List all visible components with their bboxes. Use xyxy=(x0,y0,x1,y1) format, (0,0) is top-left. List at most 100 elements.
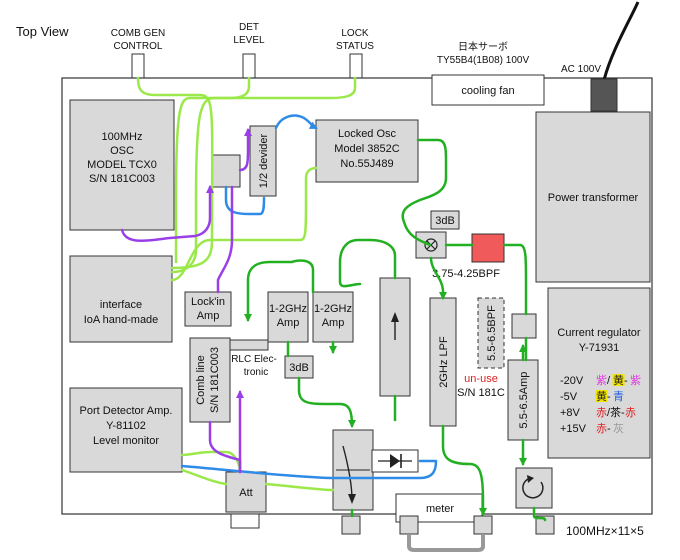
lpf-label: 2GHz LPF xyxy=(438,336,450,388)
osc-line-1: 100MHz xyxy=(102,131,143,143)
loop-cable xyxy=(407,534,485,552)
wire-mixer-lpf xyxy=(429,256,447,300)
interface-line-2: IoA hand-made xyxy=(84,314,159,326)
top-view-title: Top View xyxy=(16,24,69,39)
amp-55-label: 5.5-6.5Amp xyxy=(518,372,530,429)
sn-181c-label: S/N 181C xyxy=(457,387,505,399)
bpf-dashed-box xyxy=(477,297,505,369)
wire-color-code: 紫 xyxy=(630,374,641,387)
output-connector-1 xyxy=(341,515,361,535)
wire-color-code: 赤 xyxy=(625,406,636,419)
ac-plug xyxy=(590,78,618,112)
rlc-box xyxy=(229,339,269,351)
3db-mid-label: 3dB xyxy=(289,362,309,374)
wire-det-level xyxy=(174,76,251,264)
wire-color-code: - xyxy=(607,391,611,403)
lock-status-label-2: STATUS xyxy=(336,41,374,52)
lockin-amp-line-2: Amp xyxy=(197,310,220,322)
interface-line-1: interface xyxy=(100,299,142,311)
wire-port-diode xyxy=(180,459,438,480)
lockin-amp-line-1: Lock'in xyxy=(191,296,225,308)
port-detector-box xyxy=(69,387,183,473)
wire-color-code: 赤 xyxy=(596,422,607,435)
bpf-red-box xyxy=(471,233,505,263)
diode-icon xyxy=(390,454,400,468)
locked-osc-line-3: No.55J489 xyxy=(340,158,393,170)
wire-bpf-right xyxy=(502,243,528,316)
circulator-2-box xyxy=(515,467,553,509)
comb-line-line-2: S/N 181C003 xyxy=(209,347,221,413)
att-label: Att xyxy=(239,487,252,499)
lpf-box xyxy=(429,297,457,427)
amp-2-line-1: 1-2GHz xyxy=(314,303,352,315)
splitter-box xyxy=(211,154,241,188)
power-transformer-label: Power transformer xyxy=(548,192,639,204)
amp-1-line-1: 1-2GHz xyxy=(269,303,307,315)
color-highlight xyxy=(612,374,625,386)
amp-1-box xyxy=(267,291,309,343)
wire-lo-to-mixer xyxy=(401,138,448,247)
rlc-line-2: tronic xyxy=(244,367,268,378)
wire-amp-rlc xyxy=(244,259,315,322)
locked-osc-line-2: Model 3852C xyxy=(334,143,399,155)
bpf-dashed-label: 5.5-6.5BPF xyxy=(486,305,498,361)
wire-color-code: 黄 xyxy=(613,373,624,387)
wire-3db-circ xyxy=(297,376,356,428)
current-regulator-line-2: Y-71931 xyxy=(579,342,620,354)
output-label: 100MHz×11×5 xyxy=(566,524,644,538)
wire-color-code: 黄 xyxy=(596,389,607,403)
wire-divider-locked xyxy=(274,114,318,130)
mixer-icon xyxy=(424,238,438,252)
det-level-knob[interactable] xyxy=(242,53,256,79)
output-connector-3 xyxy=(473,515,493,535)
locked-osc-box xyxy=(315,119,419,183)
output-connector-2 xyxy=(399,515,419,535)
voltage-value: -20V xyxy=(560,375,584,387)
port-detector-line-1: Port Detector Amp. xyxy=(80,405,173,417)
fan-model-label: TY55B4(1B08) 100V xyxy=(437,55,530,66)
amp-55-box xyxy=(507,359,539,441)
det-level-label-1: DET xyxy=(239,22,259,33)
divider-box xyxy=(249,125,277,197)
wire-color-code: - xyxy=(624,375,628,387)
interface-box xyxy=(69,255,173,343)
meter-label: meter xyxy=(426,503,454,515)
wire-interface-locked xyxy=(170,166,318,282)
lock-status-indicator[interactable] xyxy=(349,53,363,79)
wire-port-att-2 xyxy=(180,468,228,486)
cooling-fan xyxy=(431,74,545,106)
wire-color-code: / xyxy=(607,375,611,387)
wire-att-circ xyxy=(264,482,335,492)
wire-color-code: - xyxy=(607,423,611,435)
wire-lock-status xyxy=(170,76,357,274)
wire-splitter-div-up xyxy=(238,128,252,172)
un-use-label: un-use xyxy=(464,373,498,385)
wire-comb-gen xyxy=(136,76,214,270)
circulator-arrow-icon xyxy=(348,494,356,504)
wire-color-code: 灰 xyxy=(613,421,624,435)
ac-label: AC 100V xyxy=(561,64,601,75)
det-level-label-2: LEVEL xyxy=(233,35,265,46)
wire-isolator-up xyxy=(338,238,397,288)
comb-line-line-1: Comb line xyxy=(195,355,207,405)
power-transformer xyxy=(535,111,651,283)
color-highlight xyxy=(595,390,608,402)
wire-color-code: 青 xyxy=(613,390,624,403)
amp-1-line-2: Amp xyxy=(277,317,300,329)
voltage-value: -5V xyxy=(560,391,578,403)
locked-osc-line-1: Locked Osc xyxy=(338,128,397,140)
divider-label: 1/2 devider xyxy=(258,133,270,188)
osc-line-4: S/N 181C003 xyxy=(89,173,155,185)
current-regulator-line-1: Current regulator xyxy=(557,327,640,339)
voltage-value: +8V xyxy=(560,407,581,419)
wire-color-code: /茶- xyxy=(607,406,625,419)
att-connector xyxy=(230,513,260,529)
voltage-value: +15V xyxy=(560,423,587,435)
port-detector-line-3: Level monitor xyxy=(93,435,159,447)
comb-gen-knob[interactable] xyxy=(131,53,145,79)
current-regulator-box xyxy=(547,287,651,459)
comb-gen-label-1: COMB GEN xyxy=(111,28,165,39)
lockin-amp-box xyxy=(184,291,232,327)
wire-splitter-lockin xyxy=(216,185,234,294)
